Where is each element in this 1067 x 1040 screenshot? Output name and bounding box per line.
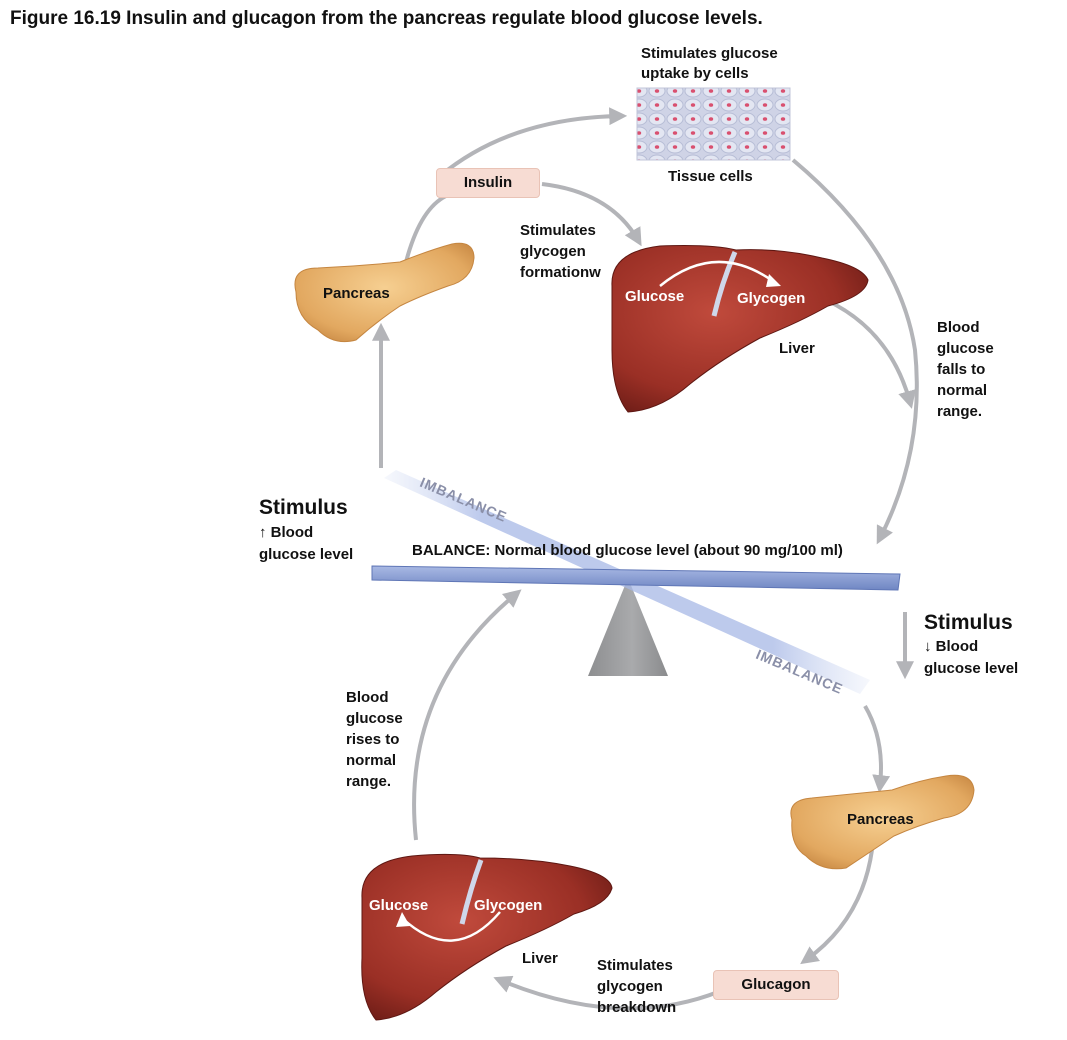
falls-line-4: normal [937, 382, 988, 399]
falls-line-1: Blood [937, 319, 980, 336]
balance-label: BALANCE: Normal blood glucose level (abo… [412, 540, 843, 561]
arrow-to-pancreas-bottom [863, 704, 891, 794]
liver-top-glycogen-label: Glycogen [737, 290, 806, 307]
stimulus-down-line-1: ↓ Blood [924, 638, 979, 655]
rises-line-2: glucose [346, 710, 403, 727]
rises-line-3: rises to [346, 731, 400, 748]
liver-bottom-glycogen-label: Glycogen [474, 897, 543, 914]
falls-line-3: falls to [937, 361, 986, 378]
stimulus-up-line-2: glucose level [259, 546, 354, 563]
arrow-pancreas-to-insulin [402, 194, 447, 271]
arrow-pancreas-to-glucagon [800, 849, 874, 965]
arrow-liver-to-balance [412, 589, 522, 841]
stimulus-up-line-1: ↑ Blood [259, 524, 314, 541]
pancreas-top-image [294, 242, 475, 343]
rises-line-5: range. [346, 773, 392, 790]
arrow-insulin-to-tissue [438, 107, 628, 178]
pancreas-bottom-label: Pancreas [847, 811, 914, 828]
liver-top-curved-arrowhead [766, 274, 781, 287]
liver-bottom-curved-arrow [401, 911, 501, 942]
liver-bottom-curved-arrowhead [396, 912, 410, 927]
liver-top-image [611, 245, 869, 413]
up-arrow-icon: ↑ [259, 524, 267, 541]
glucagon-tag: Glucagon [713, 970, 839, 1000]
balance-beam [371, 565, 901, 591]
stimulus-up-heading: Stimulus [259, 496, 348, 519]
arrow-glucagon-to-liver [493, 975, 719, 1011]
liver-bottom-ligament [459, 859, 484, 925]
arrow-tissue-to-balance [791, 158, 919, 545]
balance-text: Normal blood glucose level (about 90 mg/… [490, 542, 843, 559]
balance-word: BALANCE: [412, 542, 491, 559]
pancreas-bottom-image [790, 774, 975, 870]
liver-bottom-glucose-label: Glucose [369, 897, 429, 914]
liver-bottom-image [361, 853, 613, 1021]
liver-top-caption-line-1: Stimulates [520, 222, 596, 239]
liver-top-label: Liver [779, 340, 815, 357]
liver-top-glucose-label: Glucose [625, 288, 685, 305]
falls-line-2: glucose [937, 340, 994, 357]
falls-line-5: range. [937, 403, 983, 420]
down-arrow-icon: ↓ [924, 638, 932, 655]
fulcrum [588, 578, 668, 676]
liver-top-caption-line-3: formationw [520, 264, 601, 281]
liver-top-ligament [711, 251, 738, 317]
stimulus-down-line-2: glucose level [924, 660, 1019, 677]
pancreas-top-label: Pancreas [323, 285, 390, 302]
liver-top-caption-line-2: glycogen [520, 243, 586, 260]
liver-bottom-caption-line-2: glycogen [597, 978, 663, 995]
figure-title: Figure 16.19 Insulin and glucagon from t… [10, 8, 763, 29]
stimulus-down-heading: Stimulus [924, 611, 1013, 634]
tissue-caption-line-2: uptake by cells [641, 65, 749, 82]
arrow-insulin-to-liver [541, 182, 642, 247]
tissue-caption-line-1: Stimulates glucose [641, 45, 778, 62]
tissue-cells-label: Tissue cells [668, 168, 753, 185]
arrow-liver-to-falls [825, 298, 916, 409]
tissue-cells-image [636, 87, 791, 161]
liver-bottom-caption-line-1: Stimulates [597, 957, 673, 974]
liver-bottom-label: Liver [522, 950, 558, 967]
rises-line-4: normal [346, 752, 397, 769]
liver-bottom-caption-line-3: breakdown [597, 999, 677, 1016]
liver-top-curved-arrow [659, 260, 775, 287]
insulin-tag: Insulin [436, 168, 540, 198]
rises-line-1: Blood [346, 689, 389, 706]
